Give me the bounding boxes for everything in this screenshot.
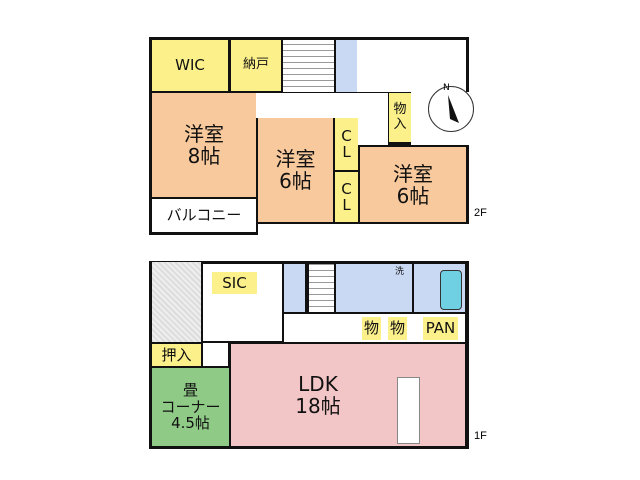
washroom: 洗 — [336, 264, 412, 312]
kitchen-counter — [397, 377, 420, 444]
washing-machine-label: 洗 — [394, 267, 404, 277]
exterior-gap — [357, 40, 466, 92]
closet-cl-1: C L — [335, 118, 358, 170]
storage-mono-1: 物 — [362, 317, 381, 340]
floor-2-label: 2F — [474, 207, 487, 219]
compass-north-label: N — [443, 83, 450, 93]
toilet-2f — [336, 40, 357, 92]
bathtub — [440, 270, 462, 310]
exterior-gap-3 — [258, 224, 469, 238]
storage-mono-2: 物 — [388, 317, 407, 340]
balcony: バルコニー — [152, 199, 256, 232]
room-western-8: 洋室 8帖 — [152, 93, 256, 197]
room-tatami-corner: 畳 コーナー 4.5帖 — [152, 368, 229, 446]
closet-cl-2: C L — [335, 172, 358, 222]
staircase-1f — [309, 264, 334, 312]
closet-monoire: 物 入 — [389, 93, 411, 142]
room-sic: SIC — [212, 272, 257, 294]
toilet-1f — [284, 264, 305, 312]
compass-needle-icon — [448, 95, 459, 123]
hallway-2f — [256, 93, 388, 118]
staircase-2f — [283, 40, 334, 92]
room-western-6a: 洋室 6帖 — [258, 118, 333, 222]
closet-oshiire: 押入 — [152, 344, 201, 366]
room-ldk: LDK 18帖 — [231, 344, 465, 446]
hallway-2f-b — [358, 118, 388, 145]
room-storage: 納戸 — [231, 40, 281, 91]
pantry: PAN — [423, 317, 458, 340]
compass: N — [428, 83, 474, 132]
room-wic: WIC — [152, 40, 228, 91]
hall-corner — [203, 343, 228, 366]
entrance-porch — [152, 262, 201, 342]
room-western-6b: 洋室 6帖 — [360, 147, 466, 222]
bathroom — [414, 264, 465, 312]
floor-1-label: 1F — [474, 430, 487, 442]
